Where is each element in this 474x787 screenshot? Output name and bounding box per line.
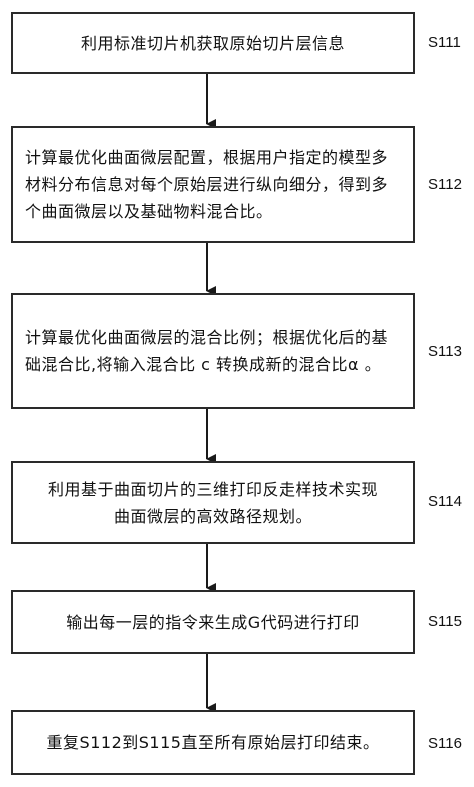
step-box-s111: 利用标准切片机获取原始切片层信息: [11, 12, 415, 74]
step-text-s112: 计算最优化曲面微层配置，根据用户指定的模型多材料分布信息对每个原始层进行纵向细分…: [25, 148, 389, 221]
step-box-s114: 利用基于曲面切片的三维打印反走样技术实现曲面微层的高效路径规划。: [11, 461, 415, 544]
step-box-s112: 计算最优化曲面微层配置，根据用户指定的模型多材料分布信息对每个原始层进行纵向细分…: [11, 126, 415, 243]
step-text-s111: 利用标准切片机获取原始切片层信息: [80, 33, 345, 53]
step-label-s114: S114: [428, 493, 462, 510]
step-label-s116: S116: [428, 735, 462, 752]
step-box-s115: 输出每一层的指令来生成G代码进行打印: [11, 590, 415, 654]
step-label-s115: S115: [428, 613, 462, 630]
step-text-s114: 利用基于曲面切片的三维打印反走样技术实现曲面微层的高效路径规划。: [47, 479, 378, 526]
step-text-s115: 输出每一层的指令来生成G代码进行打印: [66, 612, 360, 632]
step-box-s113: 计算最优化曲面微层的混合比例；根据优化后的基础混合比,将输入混合比 c 转换成新…: [11, 293, 415, 409]
step-text-s116: 重复S112到S115直至所有原始层打印结束。: [46, 733, 380, 752]
step-box-s116: 重复S112到S115直至所有原始层打印结束。: [11, 710, 415, 775]
step-text-s113: 计算最优化曲面微层的混合比例；根据优化后的基础混合比,将输入混合比 c 转换成新…: [25, 328, 389, 374]
step-label-s111: S111: [428, 34, 461, 51]
step-label-s113: S113: [428, 343, 462, 360]
step-label-s112: S112: [428, 176, 462, 193]
